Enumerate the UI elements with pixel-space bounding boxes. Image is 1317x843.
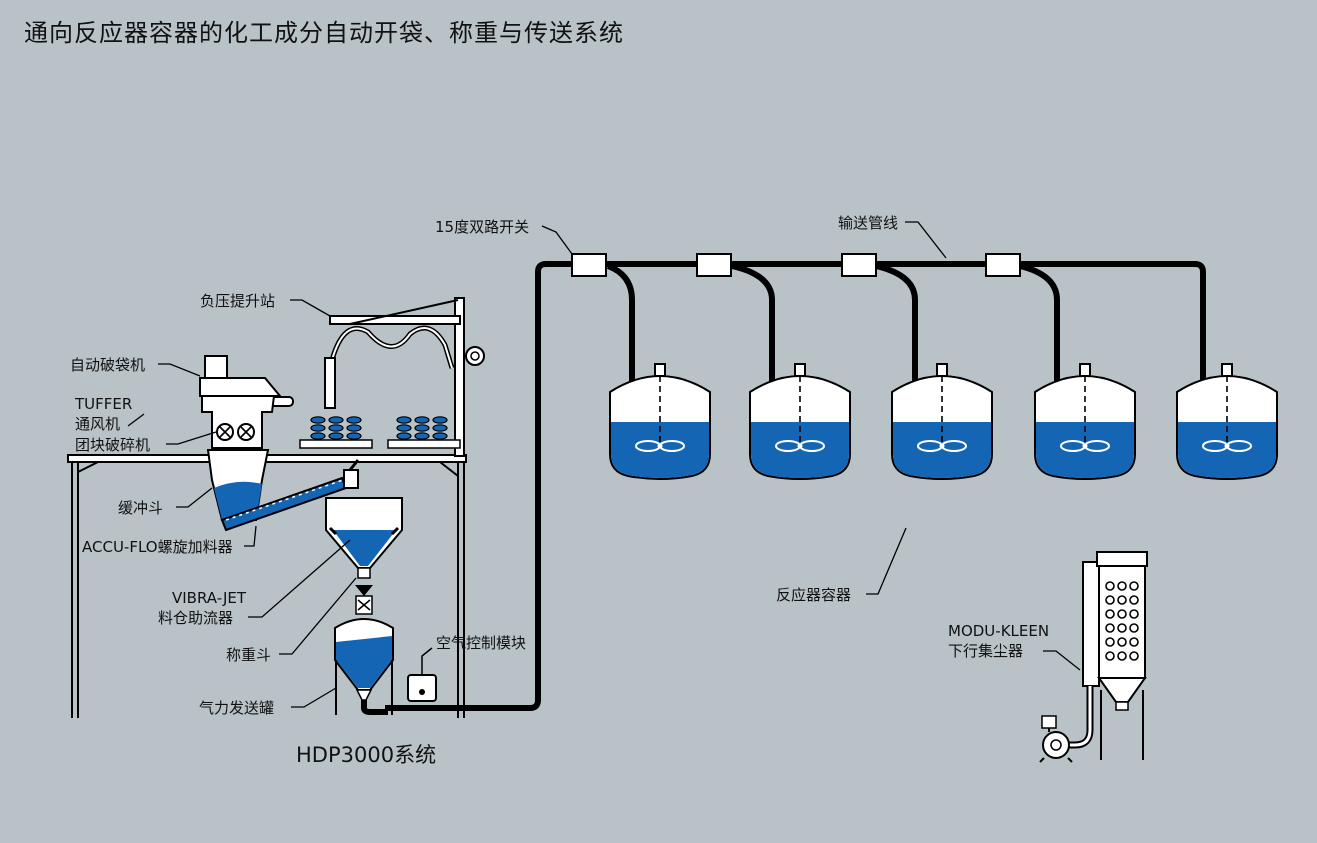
label-modu-1: MODU-KLEEN — [948, 622, 1049, 640]
label-modu-2: 下行集尘器 — [948, 642, 1023, 660]
label-system-name: HDP3000系统 — [296, 743, 436, 767]
label-lump-breaker: 团块破碎机 — [75, 436, 150, 454]
conveying-line — [385, 261, 1206, 711]
label-screw-feeder: ACCU-FLO螺旋加料器 — [82, 538, 233, 556]
label-diverter: 15度双路开关 — [435, 218, 529, 236]
label-surge-hopper: 缓冲斗 — [118, 499, 163, 517]
vacuum-lift-station — [299, 297, 485, 457]
label-reactor: 反应器容器 — [776, 586, 851, 604]
label-tuffer-2: 通风机 — [75, 415, 120, 433]
labels: 15度双路开关 输送管线 负压提升站 自动破袋机 TUFFER 通风机 团块破碎… — [70, 214, 1049, 767]
page-title: 通向反应器容器的化工成分自动开袋、称重与传送系统 — [24, 19, 624, 47]
label-tuffer-1: TUFFER — [74, 395, 132, 413]
air-control-module — [407, 647, 437, 702]
label-vacuum-station: 负压提升站 — [200, 292, 275, 310]
label-vibra-2: 料仓助流器 — [158, 609, 233, 627]
leader-lines — [127, 221, 1081, 708]
label-bag-breaker: 自动破袋机 — [70, 356, 145, 374]
pneumatic-transporter — [334, 618, 394, 715]
bag-dump-station — [199, 355, 294, 521]
reactor-vessels — [609, 363, 1278, 480]
label-conveying-line: 输送管线 — [838, 214, 898, 232]
label-transporter: 气力发送罐 — [199, 699, 274, 717]
support-frame — [67, 454, 467, 718]
dust-collector — [1039, 551, 1148, 763]
screw-feeder — [220, 459, 360, 532]
label-weigh-hopper: 称重斗 — [226, 646, 271, 664]
label-air-control: 空气控制模块 — [436, 634, 526, 652]
label-vibra-1: VIBRA-JET — [172, 589, 247, 607]
diverter-valves — [571, 253, 1021, 277]
weigh-hopper — [325, 497, 403, 615]
